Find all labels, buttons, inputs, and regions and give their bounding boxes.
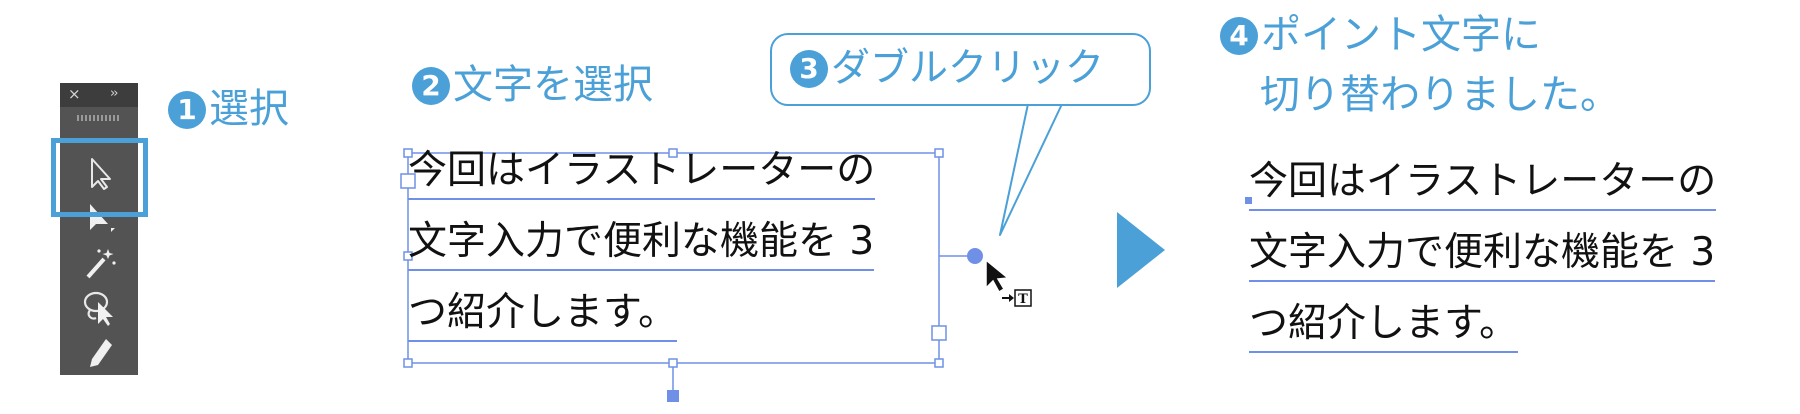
step4-text-line1: ポイント文字に <box>1261 12 1541 58</box>
cursor-badge-text: T <box>1018 292 1028 307</box>
handle-bc <box>668 358 678 368</box>
bottom-handle <box>667 390 679 402</box>
handle-tl <box>403 148 413 158</box>
callout-pointer <box>999 103 1063 236</box>
magic-wand-tool-icon[interactable] <box>78 243 120 283</box>
step1-number: 1 <box>168 91 206 129</box>
handle-tr <box>934 148 944 158</box>
area-text-block[interactable]: 今回はイラストレーターの 文字入力で便利な機能を 3 つ紹介します。 <box>408 143 876 356</box>
lasso-tool-icon[interactable] <box>78 288 120 328</box>
collapse-icon[interactable]: ›› <box>110 86 119 101</box>
text-line: 文字入力で便利な機能を 3 <box>1249 228 1716 282</box>
handle-bl <box>403 358 413 368</box>
step3-number: 3 <box>790 50 828 88</box>
text-line: つ紹介します。 <box>1249 299 1519 353</box>
close-icon[interactable]: × <box>68 85 81 103</box>
point-text-anchor[interactable] <box>1245 197 1252 204</box>
handle-tc <box>668 148 678 158</box>
text-line: 文字入力で便利な機能を 3 <box>408 217 875 271</box>
step4-number: 4 <box>1220 17 1258 55</box>
selection-tool-highlight <box>51 138 148 217</box>
cursor-icon: T <box>985 258 1032 307</box>
selection-tool-icon[interactable] <box>78 153 120 193</box>
step4-text-line2: 切り替わりました。 <box>1260 72 1620 118</box>
tool-panel: × ›› <box>60 83 138 375</box>
in-port-handle <box>967 248 983 264</box>
step2-number: 2 <box>412 67 450 105</box>
panel-grip[interactable] <box>77 115 119 121</box>
point-text-block[interactable]: 今回はイラストレーターの 文字入力で便利な機能を 3 つ紹介します。 <box>1249 154 1717 367</box>
text-line: つ紹介します。 <box>408 288 678 342</box>
direct-selection-tool-icon[interactable] <box>78 200 120 240</box>
play-arrow-icon <box>1117 212 1165 288</box>
step3-callout <box>770 33 1151 106</box>
panel-header: × ›› <box>60 83 138 107</box>
step3-text: ダブルクリック <box>831 46 1105 91</box>
handle-mr-lower <box>931 325 947 341</box>
pen-tool-icon[interactable] <box>78 335 120 375</box>
step2-text: 文字を選択 <box>453 62 653 108</box>
text-line: 今回はイラストレーターの <box>408 146 876 200</box>
handle-br <box>934 358 944 368</box>
handle-ml-upper <box>400 173 416 189</box>
step1-text: 選択 <box>209 86 289 132</box>
handle-ml <box>403 251 413 261</box>
text-line: 今回はイラストレーターの <box>1249 157 1717 211</box>
